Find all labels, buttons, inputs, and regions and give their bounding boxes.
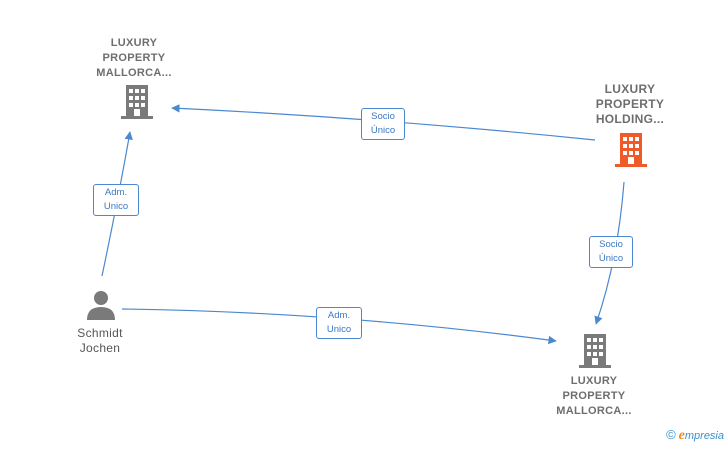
edge-label-line: Adm. [104, 187, 128, 198]
edge-label-line: Unico [326, 324, 352, 335]
building-icon[interactable] [121, 85, 153, 119]
building-icon[interactable] [579, 334, 611, 368]
edge-label-line: Adm. [327, 310, 351, 321]
label-line: MALLORCA... [556, 405, 632, 417]
edge-label-line: Socio [599, 239, 623, 250]
company-label-holding[interactable]: LUXURY PROPERTY HOLDING... [578, 82, 682, 127]
company-label-mallorca-top[interactable]: LUXURY PROPERTY MALLORCA... [84, 36, 184, 81]
label-line: Jochen [79, 341, 121, 355]
label-line: MALLORCA... [96, 67, 172, 79]
person-icon[interactable] [86, 290, 116, 320]
edge-label-line: Socio [371, 111, 395, 122]
person-label[interactable]: Schmidt Jochen [60, 326, 140, 356]
label-line: PROPERTY [102, 52, 166, 64]
edge-label-person-to-bottom: Adm. Unico [316, 307, 362, 339]
building-icon-main[interactable] [615, 133, 647, 167]
copyright-symbol: © [666, 427, 676, 442]
edge-label-line: Unico [103, 201, 129, 212]
edge-label-line: Único [598, 253, 624, 264]
edge-label-holding-to-bottom: Socio Único [589, 236, 633, 268]
label-line: PROPERTY [595, 97, 665, 111]
brand-logo-e: e [678, 428, 685, 443]
brand-footer: ©empresia [666, 427, 724, 444]
label-line: HOLDING... [595, 112, 665, 126]
brand-name: mpresia [684, 430, 724, 442]
edge-label-holding-to-top: Socio Único [361, 108, 405, 140]
label-line: LUXURY [604, 82, 656, 96]
label-line: LUXURY [570, 375, 618, 387]
edge-label-line: Único [370, 125, 396, 136]
edge-label-person-to-top: Adm. Unico [93, 184, 139, 216]
company-label-mallorca-bottom[interactable]: LUXURY PROPERTY MALLORCA... [542, 374, 646, 419]
label-line: Schmidt [77, 326, 123, 340]
label-line: PROPERTY [562, 390, 626, 402]
label-line: LUXURY [110, 37, 158, 49]
